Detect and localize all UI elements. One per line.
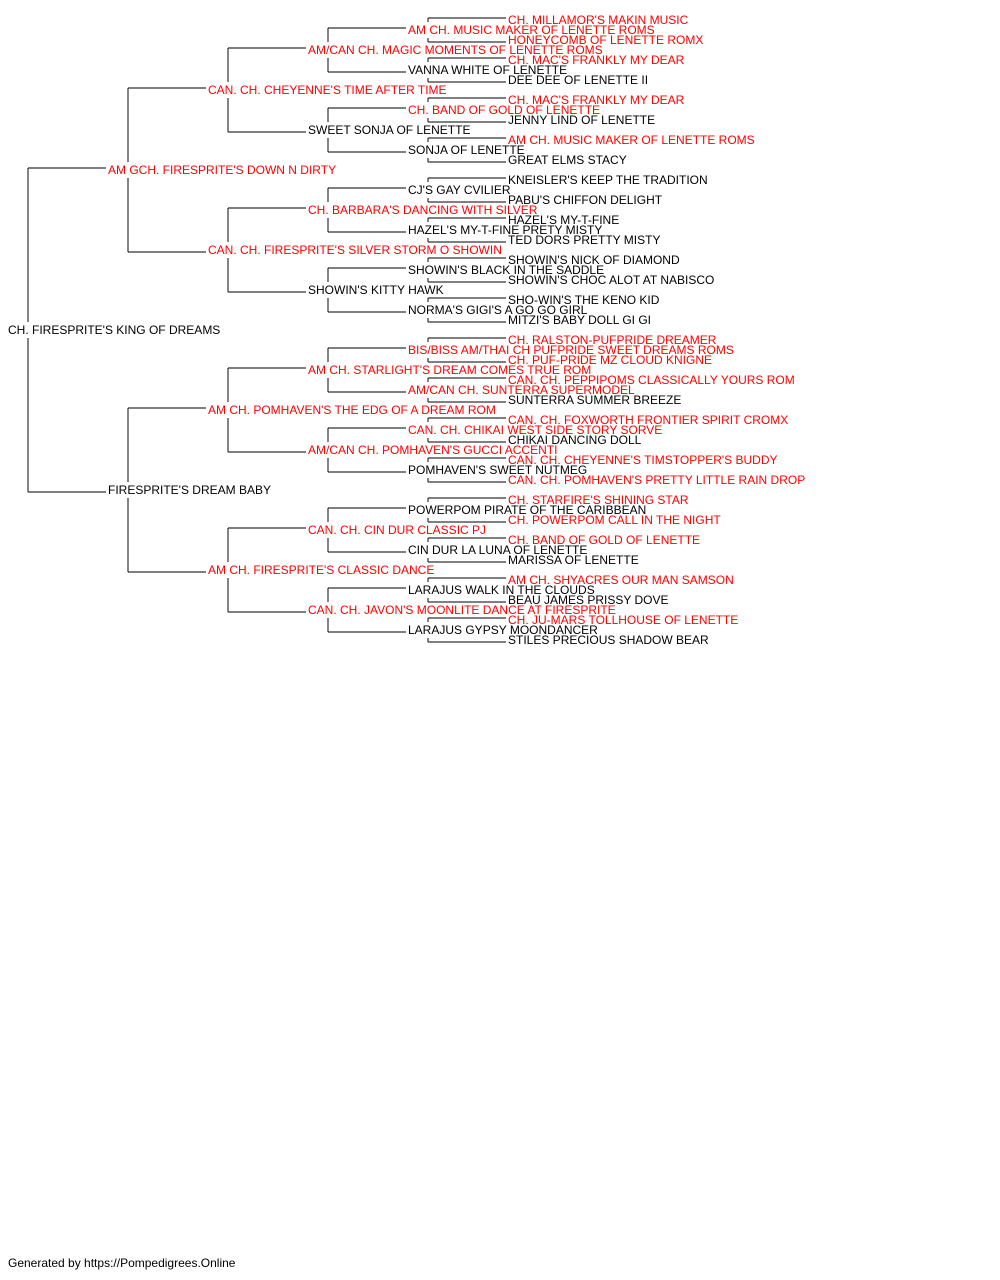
dog-name-gen5: CH. RALSTON-PUFPRIDE DREAMER [508,333,717,347]
dog-name-gen5: CH. MAC'S FRANKLY MY DEAR [508,93,685,107]
dog-name-gen5: BEAU JAMES PRISSY DOVE [508,593,669,607]
dog-name-gen4: AM/CAN CH. SUNTERRA SUPERMODEL [408,383,635,397]
dog-name-gen0: CH. FIRESPRITE'S KING OF DREAMS [8,323,220,337]
dog-name-gen5: SHOWIN'S CHOC ALOT AT NABISCO [508,273,714,287]
dog-name-gen3: CH. BARBARA'S DANCING WITH SILVER [308,203,538,217]
dog-name-gen3: AM/CAN CH. MAGIC MOMENTS OF LENETTE ROMS [308,43,603,57]
dog-name-gen4: CIN DUR LA LUNA OF LENETTE [408,543,587,557]
dog-name-gen3: AM/CAN CH. POMHAVEN'S GUCCI ACCENTI [308,443,557,457]
dog-name-gen4: CJ'S GAY CVILIER [408,183,511,197]
dog-name-gen3: SWEET SONJA OF LENETTE [308,123,470,137]
dog-name-gen5: CHIKAI DANCING DOLL [508,433,642,447]
dog-name-gen4: POMHAVEN'S SWEET NUTMEG [408,463,587,477]
dog-name-gen4: BIS/BISS AM/THAI CH PUFPRIDE SWEET DREAM… [408,343,734,357]
dog-name-gen1: AM GCH. FIRESPRITE'S DOWN N DIRTY [108,163,336,177]
dog-name-gen3: AM CH. STARLIGHT'S DREAM COMES TRUE ROM [308,363,591,377]
dog-name-gen5: SHO-WIN'S THE KENO KID [508,293,660,307]
dog-name-gen4: LARAJUS WALK IN THE CLOUDS [408,583,595,597]
dog-name-gen5: AM CH. MUSIC MAKER OF LENETTE ROMS [508,133,755,147]
dog-name-gen2: CAN. CH. CHEYENNE'S TIME AFTER TIME [208,83,447,97]
dog-name-gen4: SHOWIN'S BLACK IN THE SADDLE [408,263,604,277]
dog-name-gen5: MITZI'S BABY DOLL GI GI [508,313,651,327]
dog-name-gen5: CH. STARFIRE'S SHINING STAR [508,493,689,507]
dog-name-gen2: AM CH. FIRESPRITE'S CLASSIC DANCE [208,563,434,577]
dog-name-gen5: KNEISLER'S KEEP THE TRADITION [508,173,708,187]
dog-name-gen4: CAN. CH. CHIKAI WEST SIDE STORY SORVE [408,423,662,437]
dog-name-gen5: AM CH. SHYACRES OUR MAN SAMSON [508,573,734,587]
dog-name-gen4: LARAJUS GYPSY MOONDANCER [408,623,598,637]
dog-name-gen4: POWERPOM PIRATE OF THE CARIBBEAN [408,503,646,517]
dog-name-gen5: PABU'S CHIFFON DELIGHT [508,193,663,207]
dog-name-gen4: NORMA'S GIGI'S A GO GO GIRL [408,303,588,317]
dog-name-gen5: SHOWIN'S NICK OF DIAMOND [508,253,680,267]
dog-name-gen5: CH. POWERPOM CALL IN THE NIGHT [508,513,721,527]
dog-name-gen5: HONEYCOMB OF LENETTE ROMX [508,33,703,47]
dog-name-gen4: CH. BAND OF GOLD OF LENETTE [408,103,600,117]
dog-name-gen5: TED DORS PRETTY MISTY [508,233,660,247]
dog-name-gen5: JENNY LIND OF LENETTE [508,113,655,127]
dog-name-gen4: VANNA WHITE OF LENETTE [408,63,567,77]
dog-name-gen5: CAN. CH. FOXWORTH FRONTIER SPIRIT CROMX [508,413,788,427]
dog-name-gen5: CH. PUF-PRIDE MZ CLOUD KNIGNE [508,353,712,367]
dog-name-gen3: CAN. CH. JAVON'S MOONLITE DANCE AT FIRES… [308,603,616,617]
dog-name-gen1: FIRESPRITE'S DREAM BABY [108,483,271,497]
dog-name-gen5: CH. BAND OF GOLD OF LENETTE [508,533,700,547]
dog-name-gen5: GREAT ELMS STACY [508,153,627,167]
dog-name-gen5: CAN. CH. CHEYENNE'S TIMSTOPPER'S BUDDY [508,453,778,467]
dog-name-gen3: CAN. CH. CIN DUR CLASSIC PJ [308,523,486,537]
dog-name-gen2: AM CH. POMHAVEN'S THE EDG OF A DREAM ROM [208,403,496,417]
dog-name-gen5: MARISSA OF LENETTE [508,553,639,567]
dog-name-gen5: CAN. CH. POMHAVEN'S PRETTY LITTLE RAIN D… [508,473,805,487]
dog-name-gen5: HAZEL'S MY-T-FINE [508,213,619,227]
dog-name-gen5: DEE DEE OF LENETTE II [508,73,648,87]
dog-name-gen4: SONJA OF LENETTE [408,143,525,157]
dog-name-gen5: SUNTERRA SUMMER BREEZE [508,393,681,407]
dog-name-gen5: CH. MAC'S FRANKLY MY DEAR [508,53,685,67]
footer-credit: Generated by https://Pompedigrees.Online [8,1256,236,1270]
dog-name-gen5: CH. MILLAMOR'S MAKIN MUSIC [508,13,689,27]
dog-name-gen3: SHOWIN'S KITTY HAWK [308,283,444,297]
dog-name-gen5: STILES PRECIOUS SHADOW BEAR [508,633,709,647]
dog-name-gen4: HAZEL'S MY-T-FINE PRETY MISTY [408,223,602,237]
dog-name-gen5: CH. JU-MARS TOLLHOUSE OF LENETTE [508,613,738,627]
dog-name-gen2: CAN. CH. FIRESPRITE'S SILVER STORM O SHO… [208,243,502,257]
dog-name-gen4: AM CH. MUSIC MAKER OF LENETTE ROMS [408,23,655,37]
dog-name-gen5: CAN. CH. PEPPIPOMS CLASSICALLY YOURS ROM [508,373,795,387]
